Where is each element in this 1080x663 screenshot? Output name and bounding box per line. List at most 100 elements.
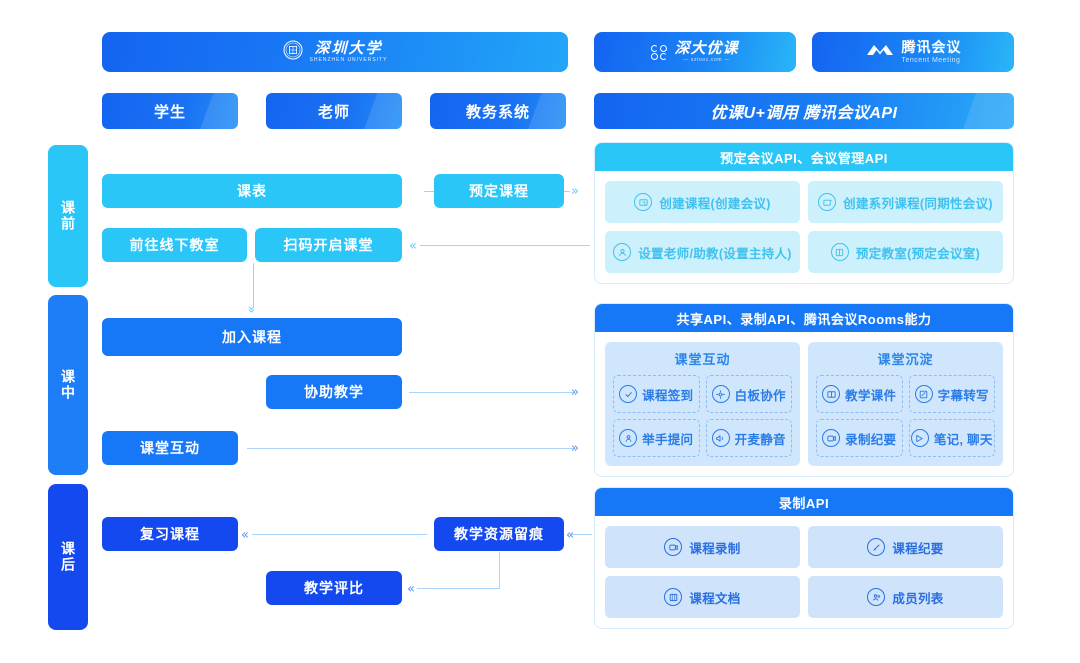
stage-rail-after-class: 课后 <box>48 484 88 630</box>
sztooc-name-cn: 深大优课 <box>674 40 739 57</box>
api-item-set-host[interactable]: 设置老师/助教(设置主持人) <box>605 231 800 273</box>
flow-box-teaching-evaluation[interactable]: 教学评比 <box>266 571 402 605</box>
api-item-create-meeting[interactable]: 创建课程(创建会议) <box>605 181 800 223</box>
create-meeting-icon <box>634 193 653 211</box>
tencent-name-en: Tencent Meeting <box>901 56 961 64</box>
api-item-caption-label: 字幕转写 <box>937 388 989 403</box>
sztooc-name-en: — sztooc.com — <box>683 57 730 64</box>
api-group-class-deposit: 课堂沉淀 教学课件 字幕转写 <box>808 342 1003 466</box>
record-summary-icon <box>822 429 841 447</box>
connector-liuhen-down <box>499 552 500 588</box>
api-item-course-record-label: 课程录制 <box>689 541 741 556</box>
role-academic-system-label: 教务系统 <box>465 103 530 121</box>
stage-rail-pre-class: 课前 <box>48 145 88 287</box>
flow-box-go-to-classroom[interactable]: 前往线下教室 <box>102 228 247 262</box>
api-item-check-in[interactable]: 课程签到 <box>613 375 700 413</box>
check-circle-icon <box>619 385 638 403</box>
connector-panel3-to-liuhen <box>570 534 592 535</box>
ooc-mark-icon <box>651 44 668 60</box>
api-item-book-room[interactable]: 预定教室(预定会议室) <box>808 231 1003 273</box>
api-group-class-deposit-title: 课堂沉淀 <box>877 352 934 367</box>
api-panel-sharing-header: 共享API、录制API、腾讯会议Rooms能力 <box>595 304 1013 332</box>
api-item-notes-chat[interactable]: 笔记, 聊天 <box>908 419 995 457</box>
flow-box-book-course-label: 预定课程 <box>469 183 529 199</box>
edit-pen-icon <box>867 538 886 556</box>
notes-chat-icon <box>910 429 929 447</box>
api-item-check-in-label: 课程签到 <box>642 388 694 403</box>
api-panel-sharing-title: 共享API、录制API、腾讯会议Rooms能力 <box>676 311 932 327</box>
connector-to-pingbi <box>417 588 500 589</box>
chevron-left-icon-2: » <box>241 527 249 542</box>
api-item-slides-label: 教学课件 <box>845 388 897 403</box>
flow-box-book-course[interactable]: 预定课程 <box>434 174 564 208</box>
api-item-book-room-label: 预定教室(预定会议室) <box>855 246 981 261</box>
role-teacher-label: 老师 <box>317 103 350 121</box>
api-item-caption[interactable]: 字幕转写 <box>908 375 995 413</box>
banner-shenzhen-university: 深圳大学 SHENZHEN UNIVERSITY <box>102 32 568 72</box>
video-record-icon <box>664 538 683 556</box>
stage-label-after-class: 课后 <box>60 541 76 573</box>
banner-tencent-meeting: 腾讯会议 Tencent Meeting <box>812 32 1014 72</box>
api-item-whiteboard[interactable]: 白板协作 <box>705 375 792 413</box>
chevron-left-icon: » <box>409 238 417 253</box>
api-panel-recording-header: 录制API <box>595 488 1013 516</box>
api-panel-booking: 预定会议API、会议管理API 创建课程(创建会议) 创建系列课程(同期性会议)… <box>594 142 1014 284</box>
slides-icon <box>822 385 841 403</box>
chevron-left-icon-3: » <box>566 527 574 542</box>
chevron-right-icon: » <box>571 184 579 199</box>
role-student-label: 学生 <box>153 103 186 121</box>
api-panel-recording-body: 课程录制 课程纪要 课程文档 成员列表 <box>595 516 1013 628</box>
api-item-create-series[interactable]: 创建系列课程(同期性会议) <box>808 181 1003 223</box>
banner-sztooc: 深大优课 — sztooc.com — <box>594 32 796 72</box>
flow-box-join-course-label: 加入课程 <box>222 329 282 345</box>
book-room-icon <box>830 243 849 261</box>
api-panel-sharing: 共享API、录制API、腾讯会议Rooms能力 课堂互动 课程签到 <box>594 303 1014 477</box>
api-panel-booking-body: 创建课程(创建会议) 创建系列课程(同期性会议) 设置老师/助教(设置主持人) … <box>595 171 1013 283</box>
role-teacher[interactable]: 老师 <box>266 93 402 129</box>
api-item-microphone-label: 开麦静音 <box>734 432 786 447</box>
chevron-right-icon-3: » <box>571 441 579 456</box>
api-item-create-series-label: 创建系列课程(同期性会议) <box>843 196 993 211</box>
api-item-course-record[interactable]: 课程录制 <box>605 526 800 568</box>
flow-box-schedule[interactable]: 课表 <box>102 174 402 208</box>
flow-box-scan-start-class[interactable]: 扫码开启课堂 <box>255 228 402 262</box>
create-series-icon <box>818 193 837 211</box>
connector-liuhen-to-fuxi <box>252 534 427 535</box>
flow-box-review-course[interactable]: 复习课程 <box>102 517 238 551</box>
api-item-microphone[interactable]: 开麦静音 <box>705 419 792 457</box>
chevron-down-icon: » <box>243 305 259 314</box>
api-item-course-summary[interactable]: 课程纪要 <box>808 526 1003 568</box>
members-icon <box>867 588 886 606</box>
api-panel-sharing-body: 课堂互动 课程签到 白板协作 <box>595 332 1013 476</box>
api-item-slides[interactable]: 教学课件 <box>816 375 903 413</box>
api-item-member-list[interactable]: 成员列表 <box>808 576 1003 618</box>
stage-label-in-class: 课中 <box>60 369 76 401</box>
role-academic-system[interactable]: 教务系统 <box>430 93 566 129</box>
role-student[interactable]: 学生 <box>102 93 238 129</box>
caption-icon <box>914 385 933 403</box>
api-item-course-summary-label: 课程纪要 <box>892 541 944 556</box>
api-item-raise-hand[interactable]: 举手提问 <box>613 419 700 457</box>
connector-xiezhu-to-panel2 <box>409 392 574 393</box>
connector-hudong-to-panel2 <box>247 448 574 449</box>
flow-box-teaching-resources[interactable]: 教学资源留痕 <box>434 517 564 551</box>
api-item-record-summary-label: 录制纪要 <box>845 432 897 447</box>
flow-box-class-interaction[interactable]: 课堂互动 <box>102 431 238 465</box>
flow-box-scan-start-class-label: 扫码开启课堂 <box>283 237 374 253</box>
api-panel-booking-title: 预定会议API、会议管理API <box>720 150 888 166</box>
flow-box-assist-teaching-label: 协助教学 <box>304 384 364 400</box>
api-item-set-host-label: 设置老师/助教(设置主持人) <box>638 246 792 261</box>
raise-hand-icon <box>619 429 638 447</box>
flow-box-class-interaction-label: 课堂互动 <box>140 440 200 456</box>
flow-box-teaching-evaluation-label: 教学评比 <box>304 580 364 596</box>
flow-box-assist-teaching[interactable]: 协助教学 <box>266 375 402 409</box>
api-item-whiteboard-label: 白板协作 <box>734 388 786 403</box>
flow-box-teaching-resources-label: 教学资源留痕 <box>454 526 544 542</box>
api-item-course-document[interactable]: 课程文档 <box>605 576 800 618</box>
api-item-record-summary[interactable]: 录制纪要 <box>816 419 903 457</box>
api-group-class-interaction-title: 课堂互动 <box>674 352 731 367</box>
api-item-notes-chat-label: 笔记, 聊天 <box>933 432 993 447</box>
stage-rail-in-class: 课中 <box>48 295 88 475</box>
flow-box-join-course[interactable]: 加入课程 <box>102 318 402 356</box>
szu-name-cn: 深圳大学 <box>314 40 383 57</box>
